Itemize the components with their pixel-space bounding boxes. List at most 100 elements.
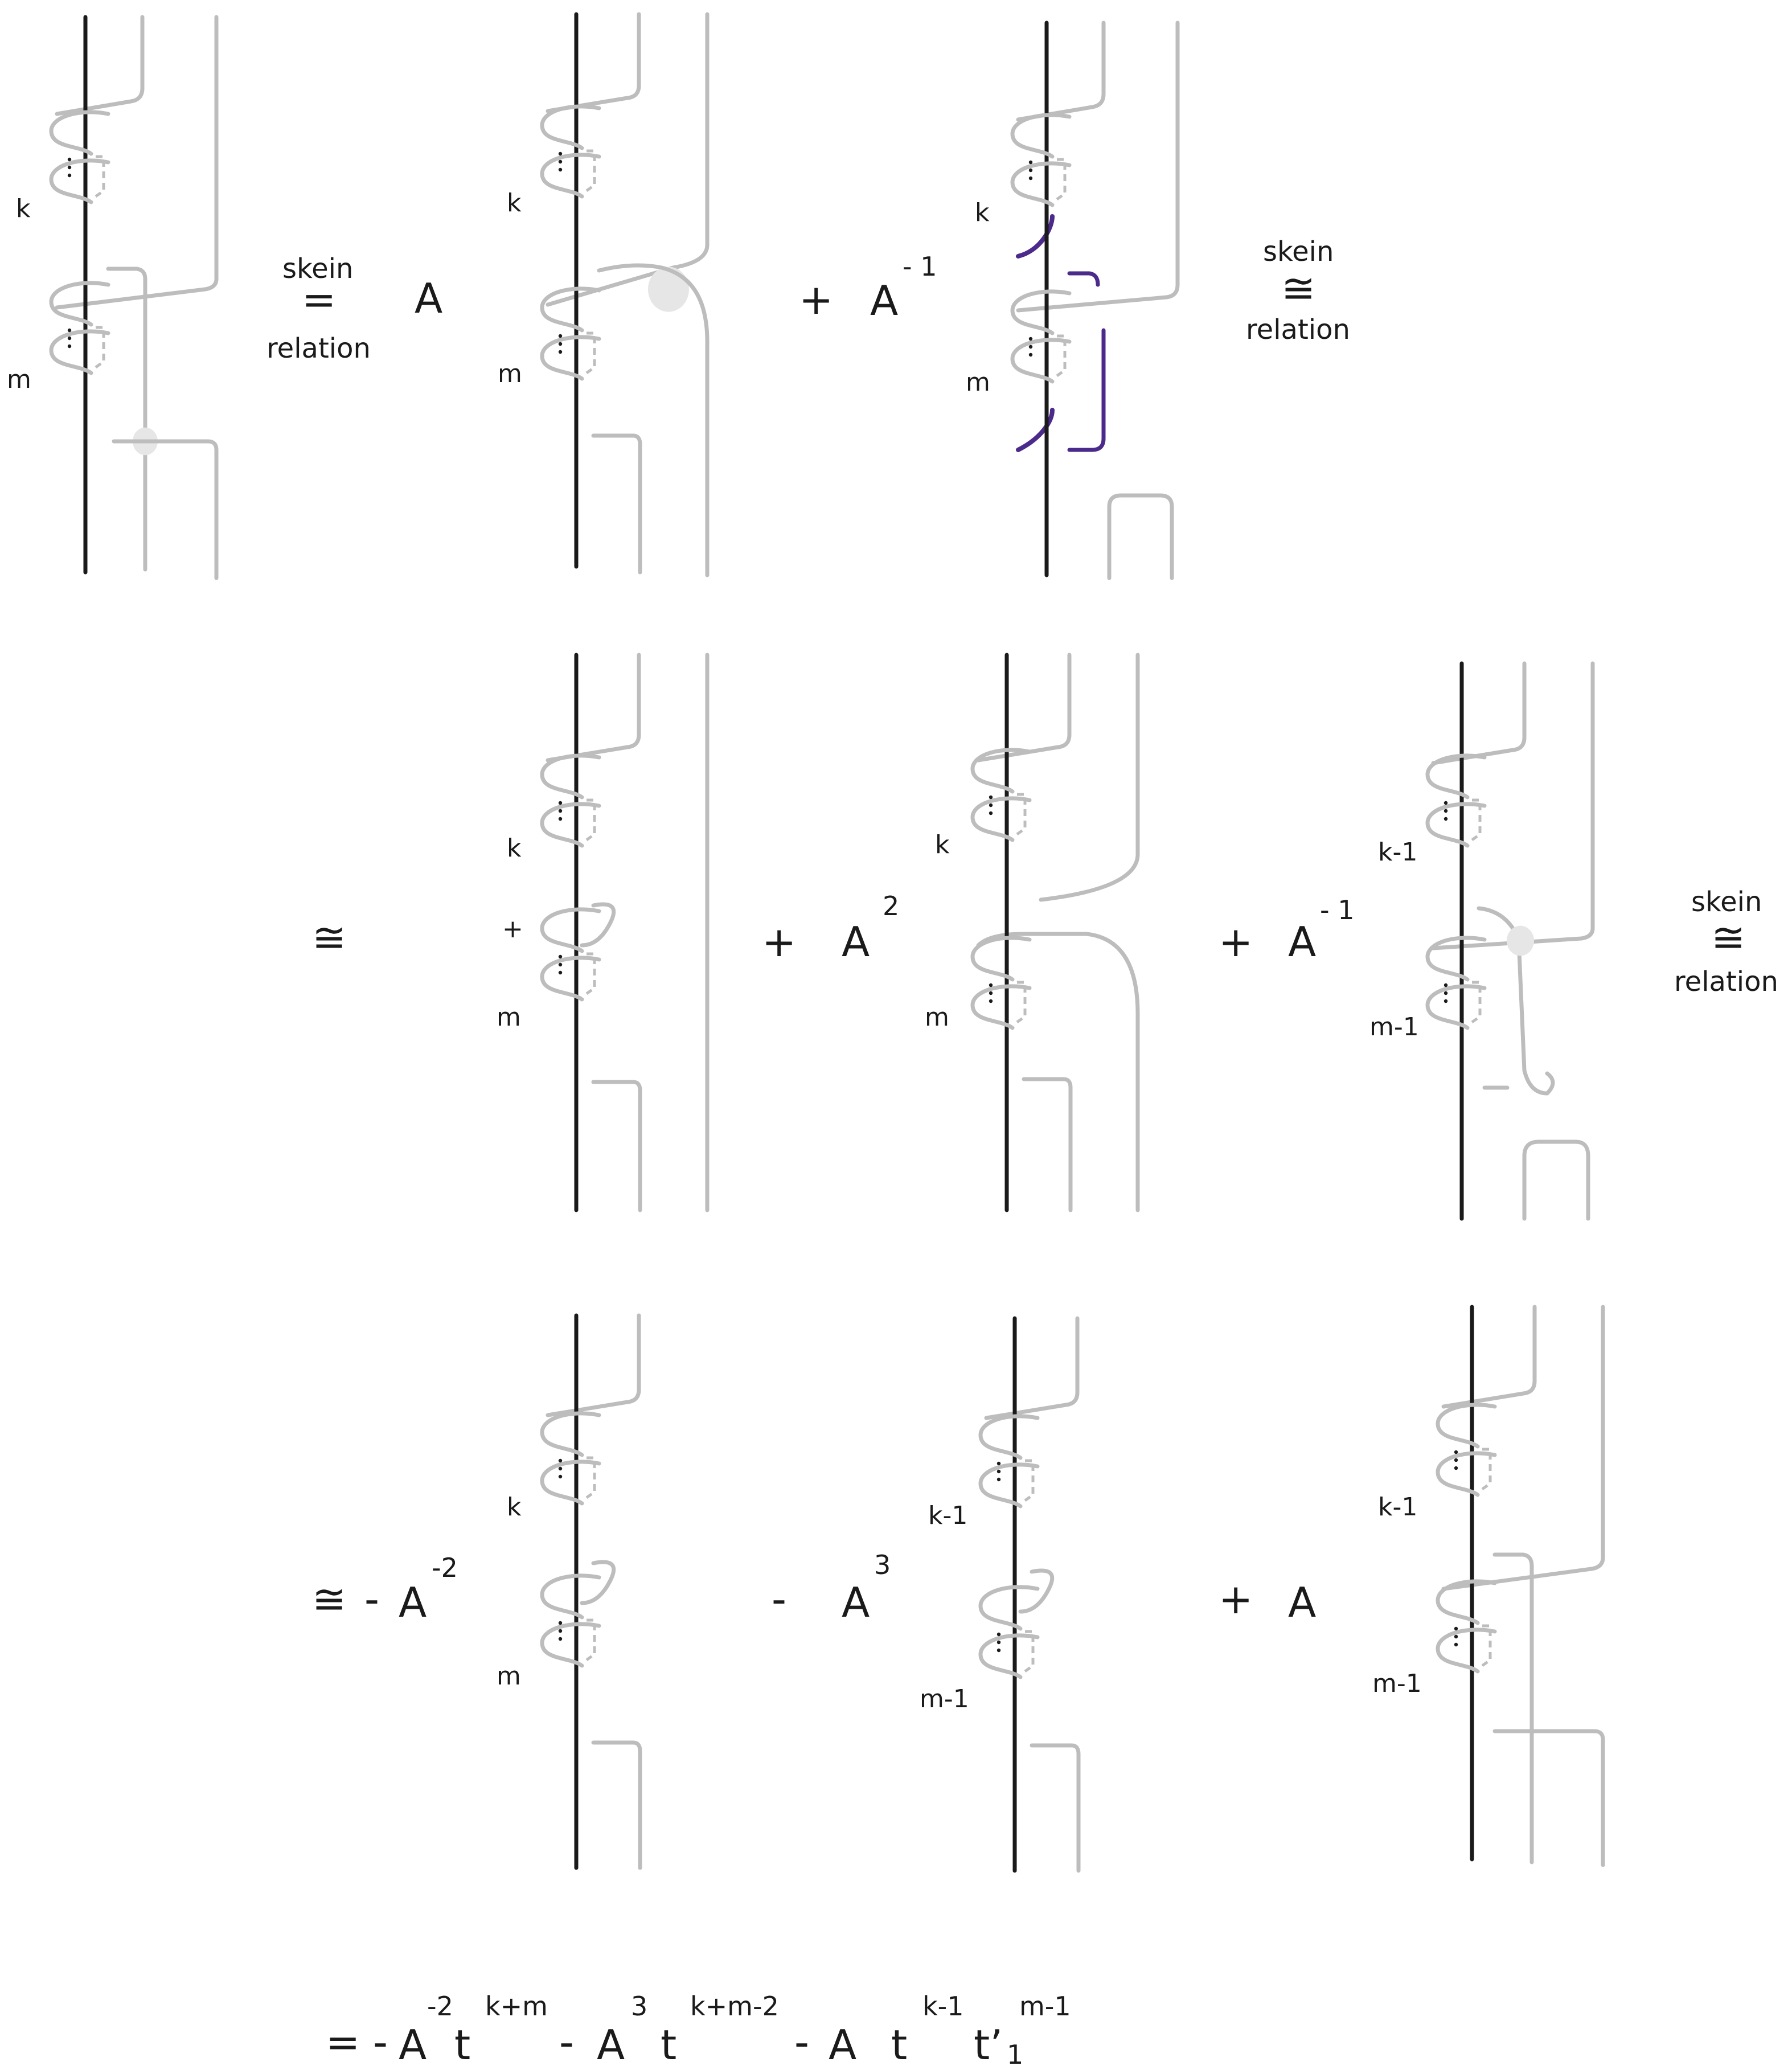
strand [55, 15, 219, 310]
ellipsis-dot [558, 970, 563, 975]
approx-sign: ≅ [312, 913, 347, 961]
coil-strand [978, 1462, 1040, 1509]
ellipsis-dot [558, 167, 563, 172]
ellipsis-dot [997, 1477, 1001, 1482]
formula-t: t [891, 2021, 908, 2069]
formula-sub: 1 [1007, 2039, 1024, 2070]
ellipsis-dot [989, 999, 993, 1003]
skein-word: skein [282, 253, 354, 285]
formula-minus: - [794, 2018, 809, 2066]
ellipsis-dot [558, 801, 563, 805]
ellipsis-dot [1028, 176, 1033, 181]
strand [580, 1560, 616, 1605]
strand [1431, 661, 1595, 950]
strand [1016, 21, 1106, 122]
ellipsis-dot [1444, 801, 1448, 805]
ellipsis-dot [67, 173, 72, 178]
formula-minus: - [373, 2018, 388, 2066]
ellipsis-dot [1028, 345, 1033, 349]
highlight-strand [1067, 271, 1100, 287]
crossing-blob [648, 267, 689, 312]
coil-strand [49, 281, 110, 327]
ellipsis-dot [1444, 809, 1448, 813]
dashed-strand [1024, 1630, 1035, 1673]
strand [591, 1080, 642, 1212]
ellipsis-dot [558, 151, 563, 156]
ellipsis-dot [997, 1648, 1001, 1653]
coef-A: A [1288, 1579, 1317, 1626]
label-k-minus-1: k-1 [928, 1501, 968, 1530]
ellipsis-dot [558, 1474, 563, 1479]
ellipsis-dot [997, 1640, 1001, 1645]
formula-A: A [399, 2021, 427, 2069]
approx-sign: ≅ [1281, 264, 1316, 312]
coil-strand [978, 1585, 1040, 1631]
coil-strand [540, 753, 601, 800]
coef-A: A [415, 274, 443, 322]
label-m: m [497, 1662, 521, 1691]
coil-strand [970, 796, 1032, 842]
coef-A: A [842, 918, 870, 966]
ellipsis-dot [558, 817, 563, 821]
coil-strand [1436, 1579, 1497, 1625]
ellipsis-dot [67, 336, 72, 341]
coil-strand [970, 936, 1032, 982]
strand [976, 653, 1072, 763]
ellipsis-dot [989, 795, 993, 800]
coil-strand [978, 1414, 1040, 1460]
dashed-strand [1471, 981, 1482, 1024]
strand [591, 433, 642, 575]
ellipsis-dot [1454, 1450, 1458, 1454]
coil-strand [49, 158, 110, 204]
approx-sign: ≅ [1711, 913, 1746, 961]
formula-exp: -2 [427, 1991, 453, 2022]
coil-strand [540, 286, 601, 333]
ellipsis-dot [558, 159, 563, 164]
exponent: - 1 [903, 251, 937, 282]
ellipsis-dot [1454, 1642, 1458, 1647]
ellipsis-dot [558, 1621, 563, 1625]
ellipsis-dot [997, 1461, 1001, 1466]
ellipsis-dot [989, 803, 993, 807]
exponent: -2 [432, 1552, 458, 1583]
ellipsis-dot [989, 811, 993, 815]
coil-strand [1425, 936, 1487, 982]
coef-A: A [399, 1579, 427, 1626]
strand [1016, 21, 1180, 313]
highlight-strand [1016, 214, 1055, 259]
strand [580, 902, 616, 948]
relation-word: relation [1246, 314, 1350, 346]
strand [546, 1313, 641, 1417]
ellipsis-dot [558, 350, 563, 354]
ellipsis-dot [997, 1469, 1001, 1474]
ellipsis-dot [1454, 1458, 1458, 1462]
ellipsis-dot [558, 334, 563, 338]
ellipsis-dot [1444, 991, 1448, 995]
exponent: 3 [874, 1550, 891, 1580]
coef-A: A [842, 1579, 870, 1626]
plus-sign: + [799, 276, 834, 323]
ellipsis-dot [558, 1466, 563, 1471]
minus-sign: - [772, 1575, 786, 1623]
ellipsis-dot [1454, 1634, 1458, 1639]
dashed-strand [585, 798, 596, 842]
dashed-strand [1024, 1459, 1035, 1502]
strand [1492, 1552, 1534, 1864]
strand [1431, 661, 1527, 765]
ellipsis-dot [1444, 817, 1448, 821]
highlight-strand [1016, 408, 1055, 452]
strand [1477, 906, 1555, 1096]
ellipsis-dot [1028, 352, 1033, 357]
ellipsis-dot [67, 328, 72, 333]
strand [1441, 1305, 1605, 1591]
label-m-minus-1: m-1 [1369, 1013, 1419, 1042]
coil-strand [540, 335, 601, 381]
formula-exp: m-1 [1019, 1991, 1071, 2022]
ellipsis-dot [558, 1637, 563, 1641]
label-m-minus-1: m-1 [920, 1684, 969, 1714]
formula-A: A [597, 2021, 625, 2069]
coil-strand [1010, 113, 1072, 159]
formula-exp: k+m-2 [690, 1991, 779, 2022]
formula-exp: 3 [631, 1991, 648, 2022]
